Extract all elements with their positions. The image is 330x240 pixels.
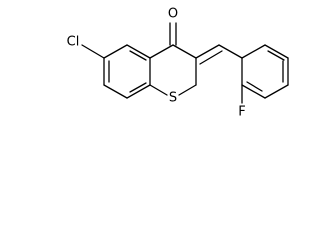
- bond-c2-s1: [178, 84, 197, 96]
- oxygen-atom-label: O: [168, 7, 178, 22]
- fluorine-atom-label: F: [238, 105, 245, 120]
- fluorophenyl-ring-bonds: [241, 44, 289, 99]
- thiopyranone-ring-bonds: [149, 44, 197, 96]
- bond-c6-cl: [81, 44, 105, 59]
- bond-c3-ch-2: [199, 50, 223, 65]
- bond-ar4-ar5: [264, 84, 289, 99]
- bond-ar2-ar3: [264, 44, 289, 59]
- chlorine-atom-label: Cl: [67, 35, 80, 50]
- bond-c7-c6: [103, 84, 128, 99]
- bond-c4a-c8a: [126, 44, 151, 59]
- carbonyl-bonds: [169, 22, 177, 46]
- benzo-ring-bonds: [103, 44, 151, 99]
- bond-s1-c8a: [149, 84, 168, 96]
- bond-c4-c3: [172, 44, 197, 59]
- chemical-structure-diagram: Cl O S F: [67, 7, 289, 120]
- bond-ar5-ar6: [241, 84, 266, 99]
- bond-aromatic-inner-3: [129, 82, 147, 93]
- bond-ph-inner-3: [246, 81, 263, 92]
- exocyclic-double-bond: [195, 44, 243, 65]
- sulfur-atom-label: S: [169, 91, 177, 106]
- bond-ch-ar: [218, 44, 243, 59]
- bond-c4a-c4: [149, 44, 174, 59]
- bond-ph-inner-1: [267, 50, 285, 61]
- bond-c5-c4a: [103, 44, 128, 59]
- bond-ar1-ar2: [241, 44, 266, 59]
- bond-aromatic-inner-2: [129, 50, 147, 61]
- bond-c3-ch-1: [195, 44, 220, 59]
- bond-c8-c7: [126, 84, 151, 99]
